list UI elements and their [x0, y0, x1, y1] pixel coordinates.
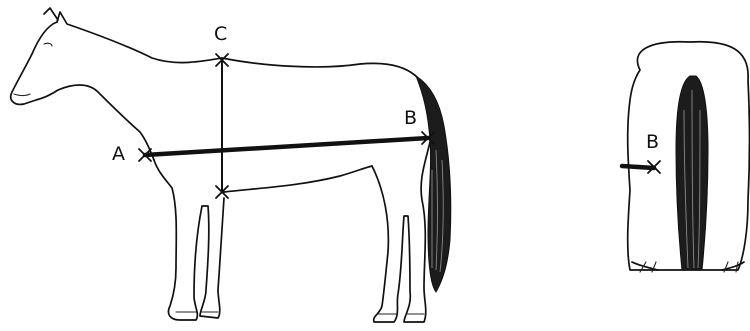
rear-width-line-b [622, 166, 654, 168]
horse-ear [44, 8, 58, 20]
measurement-lines [145, 60, 428, 192]
label-point-b: B [404, 107, 417, 129]
horse-belly [224, 166, 372, 192]
horse-body-outline [57, 12, 432, 132]
horse-eye [44, 43, 52, 46]
horse-mouth [14, 94, 30, 96]
label-point-a: A [112, 143, 125, 165]
label-rear-point-b: B [646, 131, 659, 153]
horse-hoof-lines [176, 312, 424, 314]
horse-hind-legs [372, 132, 432, 322]
point-markers [139, 54, 434, 198]
horse-rear-view: B [622, 42, 750, 272]
horse-front-legs [154, 160, 224, 320]
label-point-c: C [214, 23, 227, 45]
horse-side-view [11, 8, 451, 322]
length-line-a-to-b [145, 138, 428, 155]
horse-face-outline [11, 22, 154, 160]
